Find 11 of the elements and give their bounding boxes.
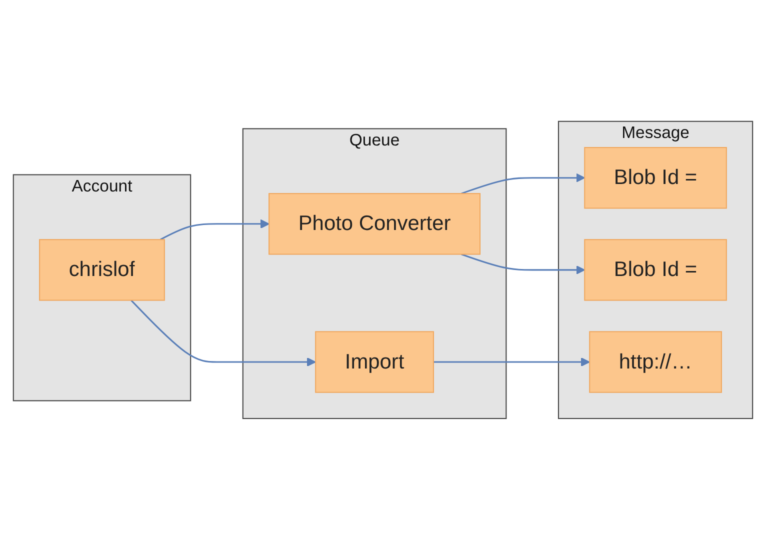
node-box: Photo Converter <box>268 193 481 255</box>
arrow <box>434 357 590 367</box>
node-box: Blob Id = <box>584 239 727 301</box>
node-box: Blob Id = <box>584 147 727 209</box>
node-box: Import <box>315 331 434 393</box>
node-box: http://… <box>589 331 722 393</box>
node-box: chrislof <box>39 239 165 301</box>
arrow <box>461 173 586 194</box>
arrow <box>130 300 316 367</box>
arrow <box>160 219 270 240</box>
arrow <box>461 254 586 275</box>
